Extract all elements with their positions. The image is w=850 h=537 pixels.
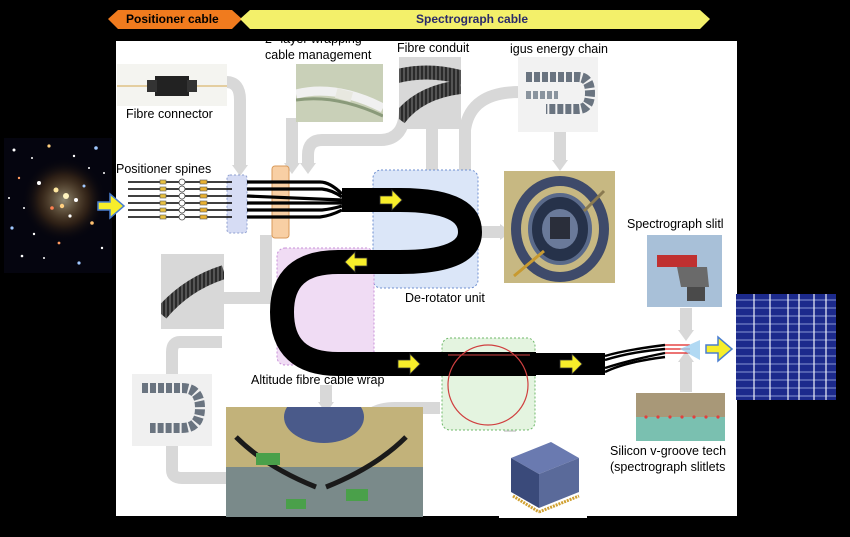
positioner-cable-label: Positioner cable <box>126 12 219 26</box>
spectrograph-slitlet-label: Spectrograph slitl <box>627 217 724 231</box>
silicon-vgroove-label-line2: (spectrograph slitlets <box>610 460 726 474</box>
cable-direction-arrow-icon <box>344 251 368 273</box>
igus-energy-chain-image <box>518 57 598 132</box>
cable-direction-arrow-icon <box>559 353 583 375</box>
fibre-connector-image <box>117 64 227 106</box>
altitude-wrap-image <box>226 407 423 517</box>
spectrum-image <box>736 294 836 400</box>
igus-energy-chain-label: igus energy chain <box>510 42 608 56</box>
flow-arrow-connector <box>225 76 246 165</box>
spectrograph-cable-label: Spectrograph cable <box>416 12 529 26</box>
flow-arrow-icon <box>705 335 734 363</box>
fibre-loop <box>447 344 529 426</box>
derotator-ring-image <box>504 171 615 283</box>
slit-box-zone <box>441 337 536 431</box>
cable-management-image <box>296 64 383 122</box>
spine-connectors <box>159 178 208 221</box>
igus-chain-bottom-image <box>132 374 212 446</box>
altitude-wrap-label: Altitude fibre cable wrap <box>251 373 385 387</box>
spectrograph-cable-banner-shape <box>240 10 710 29</box>
fibre-cable-main <box>270 188 482 376</box>
fibre-conduit-side-image <box>161 254 224 329</box>
fibre-connector-box <box>226 174 248 234</box>
flow-arrow-icon <box>97 192 126 220</box>
silicon-vgroove-label-line1: Silicon v-groove tech <box>610 444 727 458</box>
cable-management-label-line2: cable management <box>265 48 372 62</box>
fibre-conduit-image <box>399 57 461 129</box>
cable-banner: Positioner cable Spectrograph cable <box>0 0 850 40</box>
star-field-image <box>4 138 112 273</box>
cable-direction-arrow-icon <box>397 353 421 375</box>
cable-management-label-line1: 2° layer wrapping <box>265 32 362 46</box>
fibre-connector-label: Fibre connector <box>126 107 213 121</box>
flow-arrow-igus-derotator <box>459 86 521 185</box>
spectrograph-box-image <box>499 432 587 518</box>
positioner-cable-banner-shape <box>108 10 242 29</box>
slitlet-beam <box>680 340 700 360</box>
fibre-conduit-label: Fibre conduit <box>397 41 470 55</box>
derotator-unit-label: De-rotator unit <box>405 291 485 305</box>
spectrograph-slitlet-image <box>647 235 722 307</box>
positioner-spines-label: Positioner spines <box>116 162 212 176</box>
cable-direction-arrow-icon <box>379 189 403 211</box>
silicon-vgroove-image <box>636 393 725 441</box>
